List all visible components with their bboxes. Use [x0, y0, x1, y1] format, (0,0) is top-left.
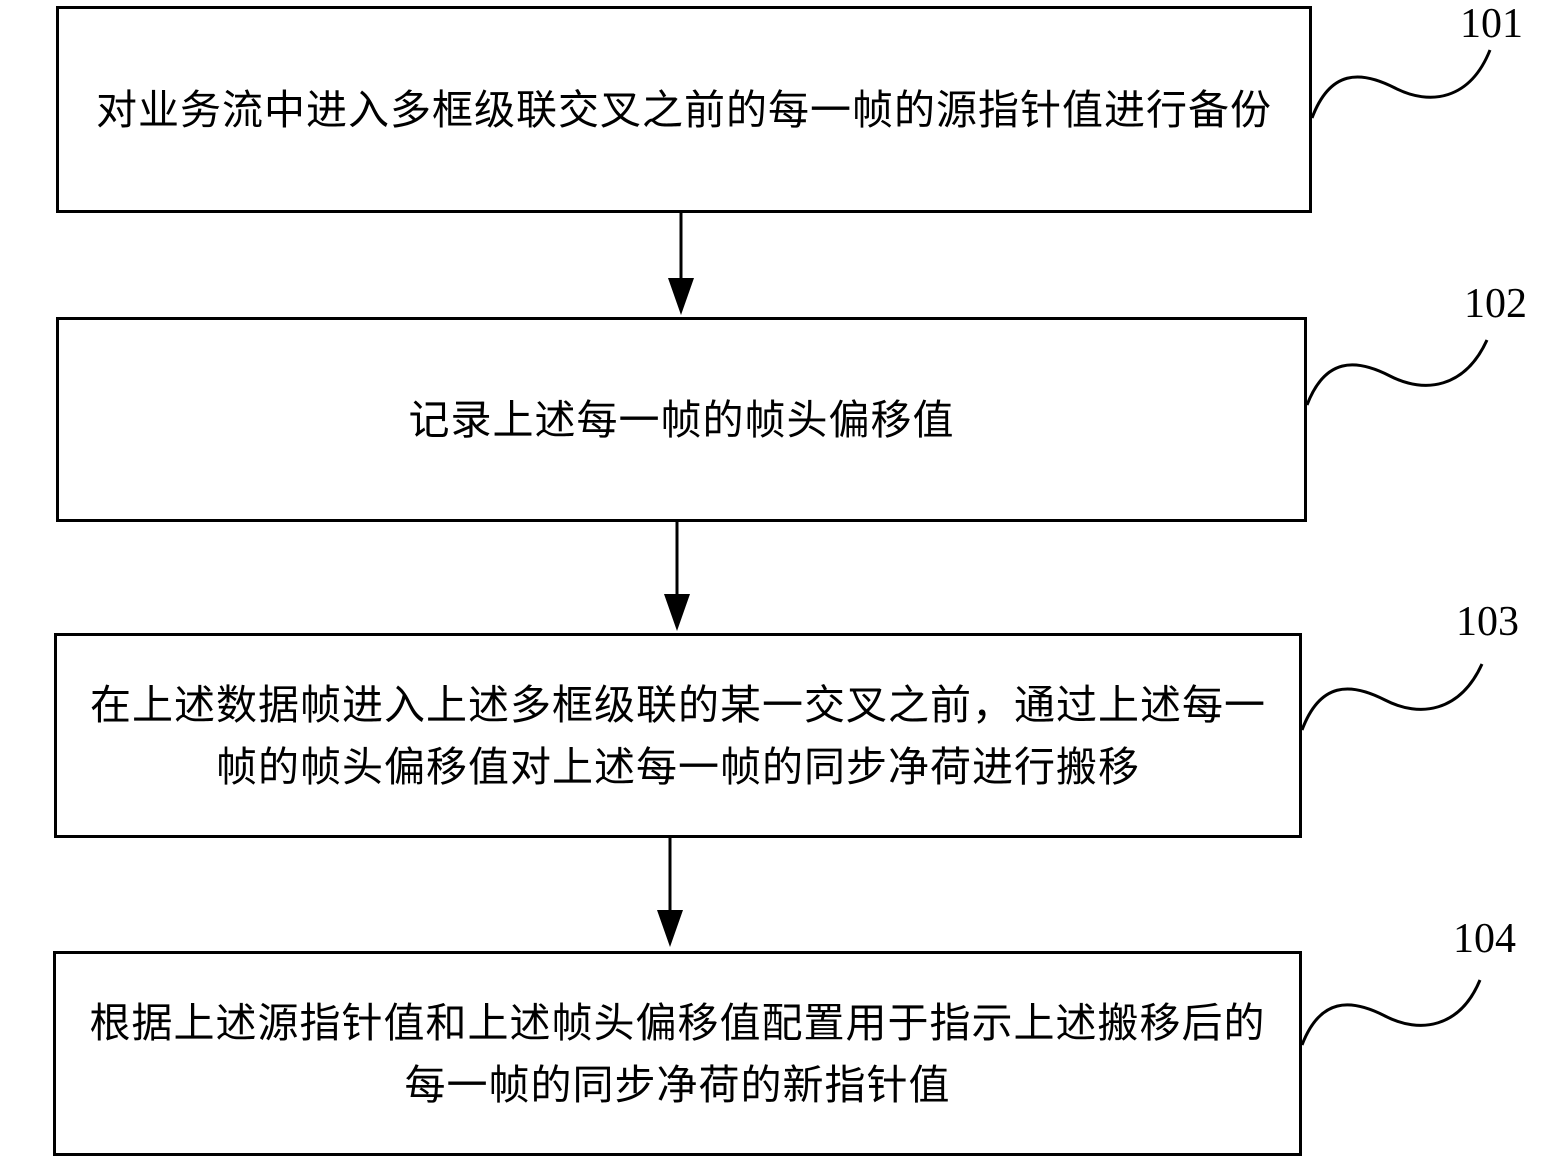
- step-text-104: 根据上述源指针值和上述帧头偏移值配置用于指示上述搬移后的每一帧的同步净荷的新指针…: [70, 992, 1285, 1116]
- leader-line-102: [1307, 340, 1487, 405]
- arrow-101-to-102: [668, 213, 694, 315]
- step-box-103: 在上述数据帧进入上述多框级联的某一交叉之前，通过上述每一帧的帧头偏移值对上述每一…: [54, 633, 1302, 838]
- step-box-101: 对业务流中进入多框级联交叉之前的每一帧的源指针值进行备份: [56, 6, 1312, 213]
- step-box-104: 根据上述源指针值和上述帧头偏移值配置用于指示上述搬移后的每一帧的同步净荷的新指针…: [53, 951, 1302, 1156]
- step-text-103: 在上述数据帧进入上述多框级联的某一交叉之前，通过上述每一帧的帧头偏移值对上述每一…: [71, 674, 1285, 798]
- step-text-102: 记录上述每一帧的帧头偏移值: [409, 389, 955, 451]
- step-text-101: 对业务流中进入多框级联交叉之前的每一帧的源指针值进行备份: [96, 79, 1272, 141]
- step-label-102: 102: [1464, 283, 1527, 325]
- leader-line-103: [1302, 664, 1482, 730]
- step-label-104: 104: [1453, 918, 1516, 960]
- leader-line-101: [1312, 50, 1490, 118]
- step-label-103: 103: [1456, 601, 1519, 643]
- arrow-102-to-103: [664, 522, 690, 631]
- arrow-103-to-104: [657, 838, 683, 947]
- step-label-101: 101: [1460, 3, 1523, 45]
- step-box-102: 记录上述每一帧的帧头偏移值: [56, 317, 1307, 522]
- leader-line-104: [1302, 980, 1480, 1045]
